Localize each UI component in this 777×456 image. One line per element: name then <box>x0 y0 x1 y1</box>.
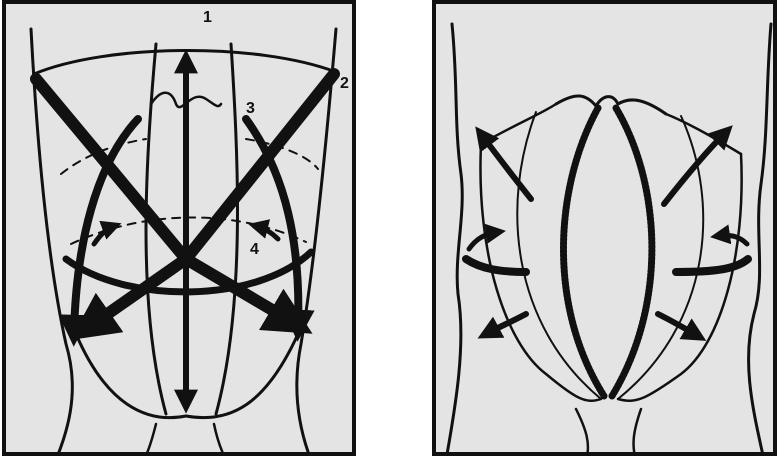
torso-outline-right <box>749 24 771 456</box>
band-mid-right <box>676 259 748 272</box>
arrow-lower-right <box>658 314 698 336</box>
small-arrow-left <box>94 226 114 244</box>
side-curve-left <box>481 104 556 144</box>
belly-curve-right <box>618 154 742 401</box>
right-panel-torso-diagram <box>432 0 777 456</box>
left-torso-svg <box>6 4 356 456</box>
arrow-mid-left <box>469 232 498 249</box>
pubic-line-right <box>214 424 226 456</box>
wound-edge-top <box>556 96 666 114</box>
band-mid-left <box>466 259 526 272</box>
arrow-upper-left <box>481 134 531 199</box>
callout-1: 1 <box>203 10 212 26</box>
left-panel-torso-diagram: 1 2 3 4 <box>2 0 356 456</box>
bottom-line-right <box>634 409 641 456</box>
lens-right-edge <box>612 108 652 396</box>
right-torso-svg <box>436 4 777 456</box>
callout-2: 2 <box>340 76 349 92</box>
rectus-band-right <box>216 44 238 414</box>
callout-3: 3 <box>246 101 255 117</box>
small-arrow-right <box>256 226 278 239</box>
arrow-mid-right <box>718 235 747 244</box>
lens-left-edge <box>563 108 604 396</box>
arrow-upper-right <box>664 132 726 204</box>
torso-outline-left <box>446 24 462 456</box>
side-curve-right <box>666 114 741 154</box>
inner-line-left-outer <box>517 112 601 399</box>
pubic-line-left <box>144 424 156 456</box>
bottom-line-left <box>576 409 588 456</box>
callout-4: 4 <box>250 242 259 258</box>
